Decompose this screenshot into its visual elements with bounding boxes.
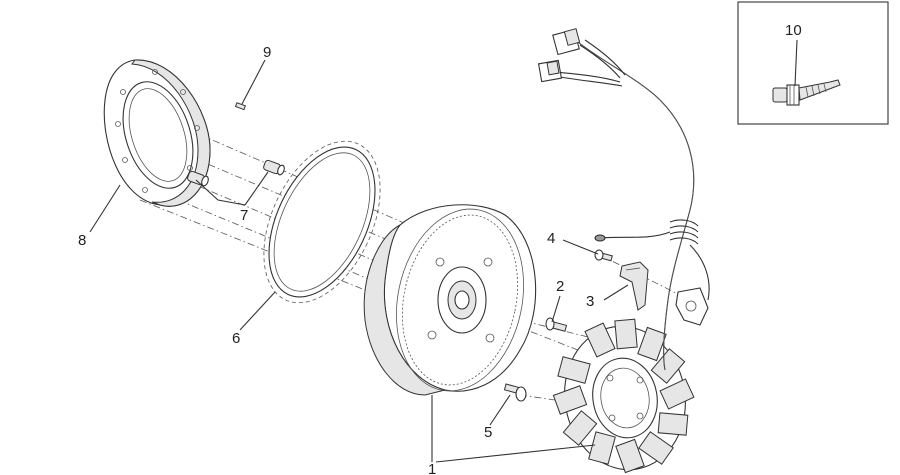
callout-8: 8 [78,232,86,249]
callout-4: 4 [547,230,555,247]
connector-lower [537,59,563,83]
stator-assembly [552,318,695,474]
callout-10: 10 [785,22,802,39]
connector-upper [552,28,581,56]
cable-clamp-part-3 [619,261,649,311]
callout-1: 1 [428,461,436,475]
callout-5: 5 [484,424,492,441]
flywheel-rotor-part-1 [363,204,537,396]
callout-7: 7 [240,207,248,224]
screw-part-4 [594,249,613,262]
inset-box [737,1,889,125]
flange-ring-part-8 [103,59,211,207]
callout-6: 6 [232,330,240,347]
pickup-sensor [675,287,709,326]
pin-part-9 [234,102,247,111]
spark-plug-sensor-part-10 [772,79,841,106]
callout-3: 3 [586,293,594,310]
toothed-ring-part-6 [263,140,381,304]
callout-2: 2 [556,278,564,295]
dowels-part-7 [187,159,285,187]
callout-labels: 1 2 3 4 5 6 7 8 9 10 [78,22,802,475]
bolt-part-2 [545,317,568,332]
leader-lines [89,39,798,463]
callout-9: 9 [263,44,271,61]
bolt-part-5 [503,383,527,402]
